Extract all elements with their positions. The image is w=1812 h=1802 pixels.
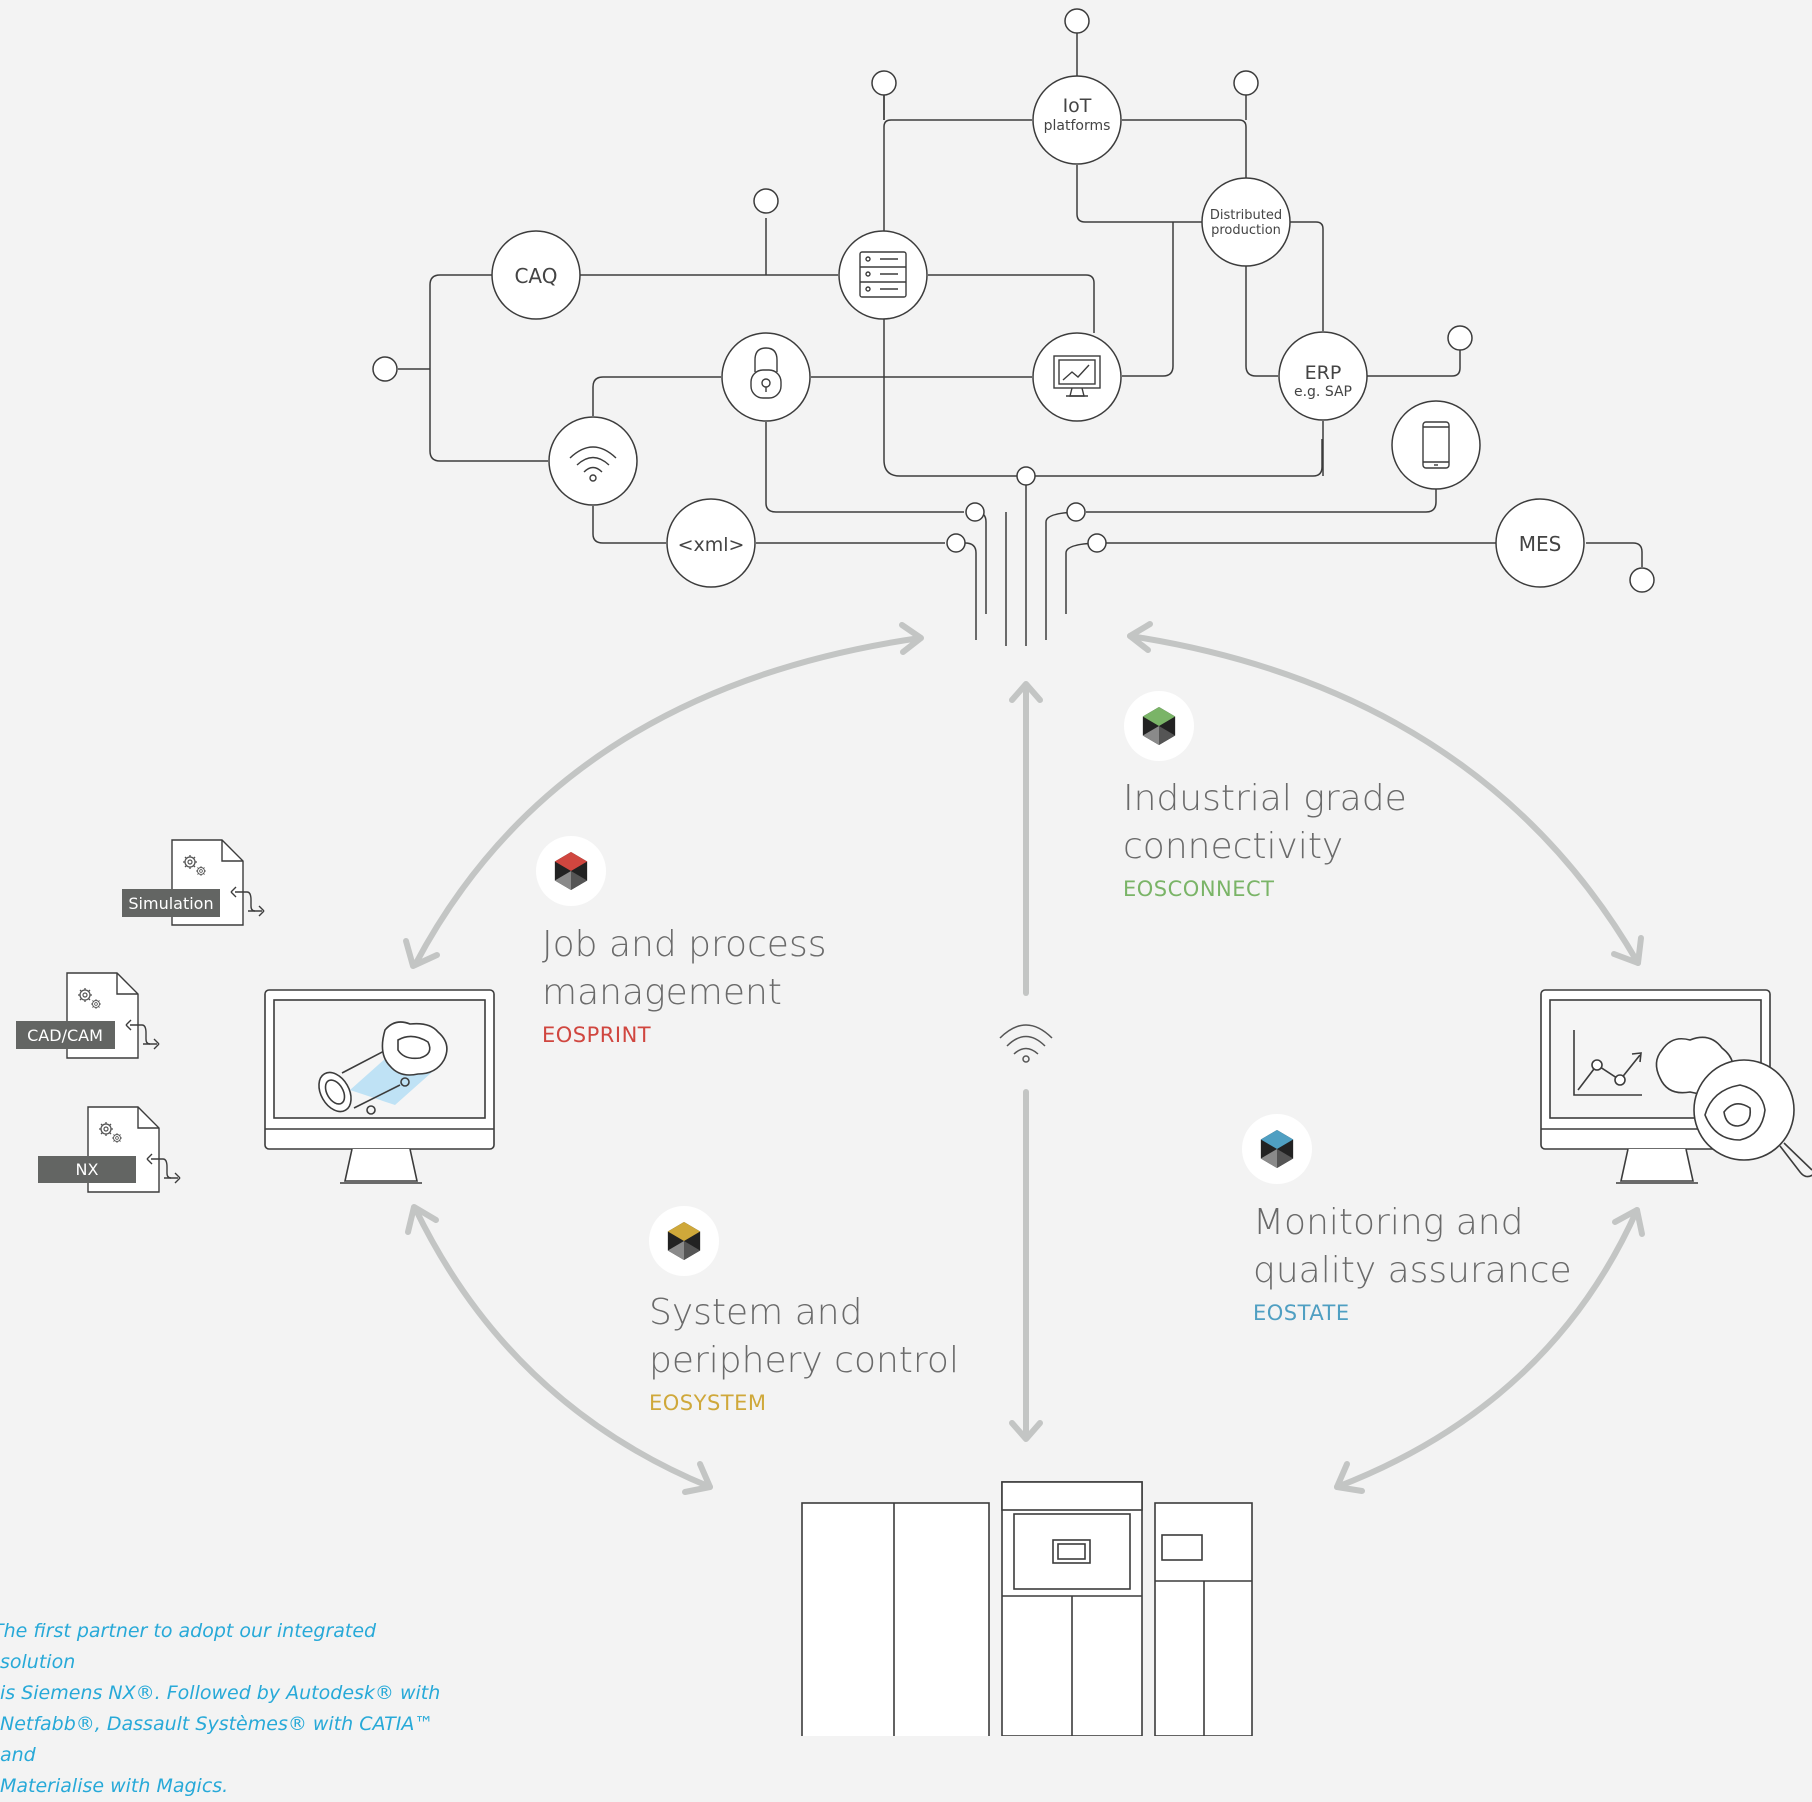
terminal-nodes [372, 8, 1655, 593]
xml-node: <xml> [666, 498, 756, 588]
arrow-eosprint-to-machine [412, 1205, 713, 1490]
production-label: production [1211, 223, 1281, 238]
center-wifi-icon [999, 1024, 1053, 1063]
lock-node [721, 332, 811, 422]
cadcam-label: CAD/CAM [27, 1026, 103, 1045]
server-node [838, 230, 928, 320]
caq-node: CAQ [491, 230, 581, 320]
iot-node: IoT platforms [1032, 75, 1122, 165]
eosprint-title-line2: management [542, 972, 782, 1013]
smartphone-node [1391, 400, 1481, 490]
eosystem-title-line1: System and [649, 1292, 863, 1333]
wifi-node [548, 416, 638, 506]
eosprint-icon [536, 836, 606, 906]
simulation-file-icon: Simulation [122, 839, 265, 926]
xml-label: <xml> [678, 534, 745, 556]
eosconnect-title-line2: connectivity [1123, 826, 1344, 867]
chart-monitor-icon [1053, 355, 1101, 397]
lock-icon [750, 347, 782, 399]
distributed-label: Distributed [1210, 208, 1282, 223]
distributed-production-node: Distributed production [1201, 177, 1291, 267]
eostate-label: Monitoring and quality assurance EOSTATE [1253, 1199, 1572, 1325]
workflow-arrows [403, 621, 1645, 1495]
eosprint-title-line1: Job and process [542, 924, 827, 965]
right-monitor [1540, 989, 1812, 1184]
server-icon [859, 251, 907, 298]
eostate-title-line2: quality assurance [1253, 1250, 1572, 1291]
smartphone-icon [1422, 421, 1450, 469]
left-monitor [264, 989, 495, 1184]
network-lines [398, 33, 1643, 646]
arrow-network-to-eostate [1127, 633, 1641, 966]
eostate-product: EOSTATE [1253, 1301, 1350, 1325]
cadcam-file-icon: CAD/CAM [16, 972, 160, 1059]
iot-label: IoT [1063, 95, 1092, 117]
simulation-label: Simulation [128, 894, 213, 913]
iot-sublabel: platforms [1044, 118, 1111, 134]
eosystem-product: EOSYSTEM [649, 1391, 767, 1415]
eosconnect-product: EOSCONNECT [1123, 877, 1275, 901]
part-model-icon [318, 1021, 448, 1115]
eosprint-label: Job and process management EOSPRINT [542, 921, 826, 1047]
monitor-chart-node [1032, 332, 1122, 422]
eosystem-icon [649, 1206, 719, 1276]
arrow-network-to-eosprint [412, 635, 923, 968]
eosystem-title-line2: periphery control [649, 1340, 959, 1381]
nx-file-icon: NX [38, 1106, 181, 1193]
eostate-title-line1: Monitoring and [1253, 1202, 1524, 1243]
arrow-eostate-to-machine [1334, 1207, 1640, 1490]
eosconnect-label: Industrial grade connectivity EOSCONNECT [1123, 775, 1407, 901]
eosconnect-title-line1: Industrial grade [1123, 778, 1407, 819]
wifi-icon [569, 446, 617, 482]
erp-node: ERP e.g. SAP [1278, 331, 1368, 421]
ecosystem-diagram: IoT platforms Distributed production CAQ [16, 8, 1812, 1736]
erp-label: ERP [1305, 362, 1342, 384]
mes-label: MES [1519, 532, 1562, 556]
eosconnect-icon [1124, 691, 1194, 761]
caq-label: CAQ [514, 264, 557, 288]
magnifier-icon [1693, 1059, 1812, 1178]
trend-chart-icon [1573, 1030, 1642, 1096]
eostate-icon [1242, 1114, 1312, 1184]
eosprint-product: EOSPRINT [542, 1023, 652, 1047]
nx-label: NX [76, 1160, 99, 1179]
printer-machine [801, 1481, 1253, 1736]
mes-node: MES [1495, 498, 1585, 588]
erp-sublabel: e.g. SAP [1294, 384, 1352, 400]
partner-footnote: The first partner to adopt our integrate… [0, 1620, 441, 1797]
eosystem-label: System and periphery control EOSYSTEM [649, 1289, 959, 1415]
